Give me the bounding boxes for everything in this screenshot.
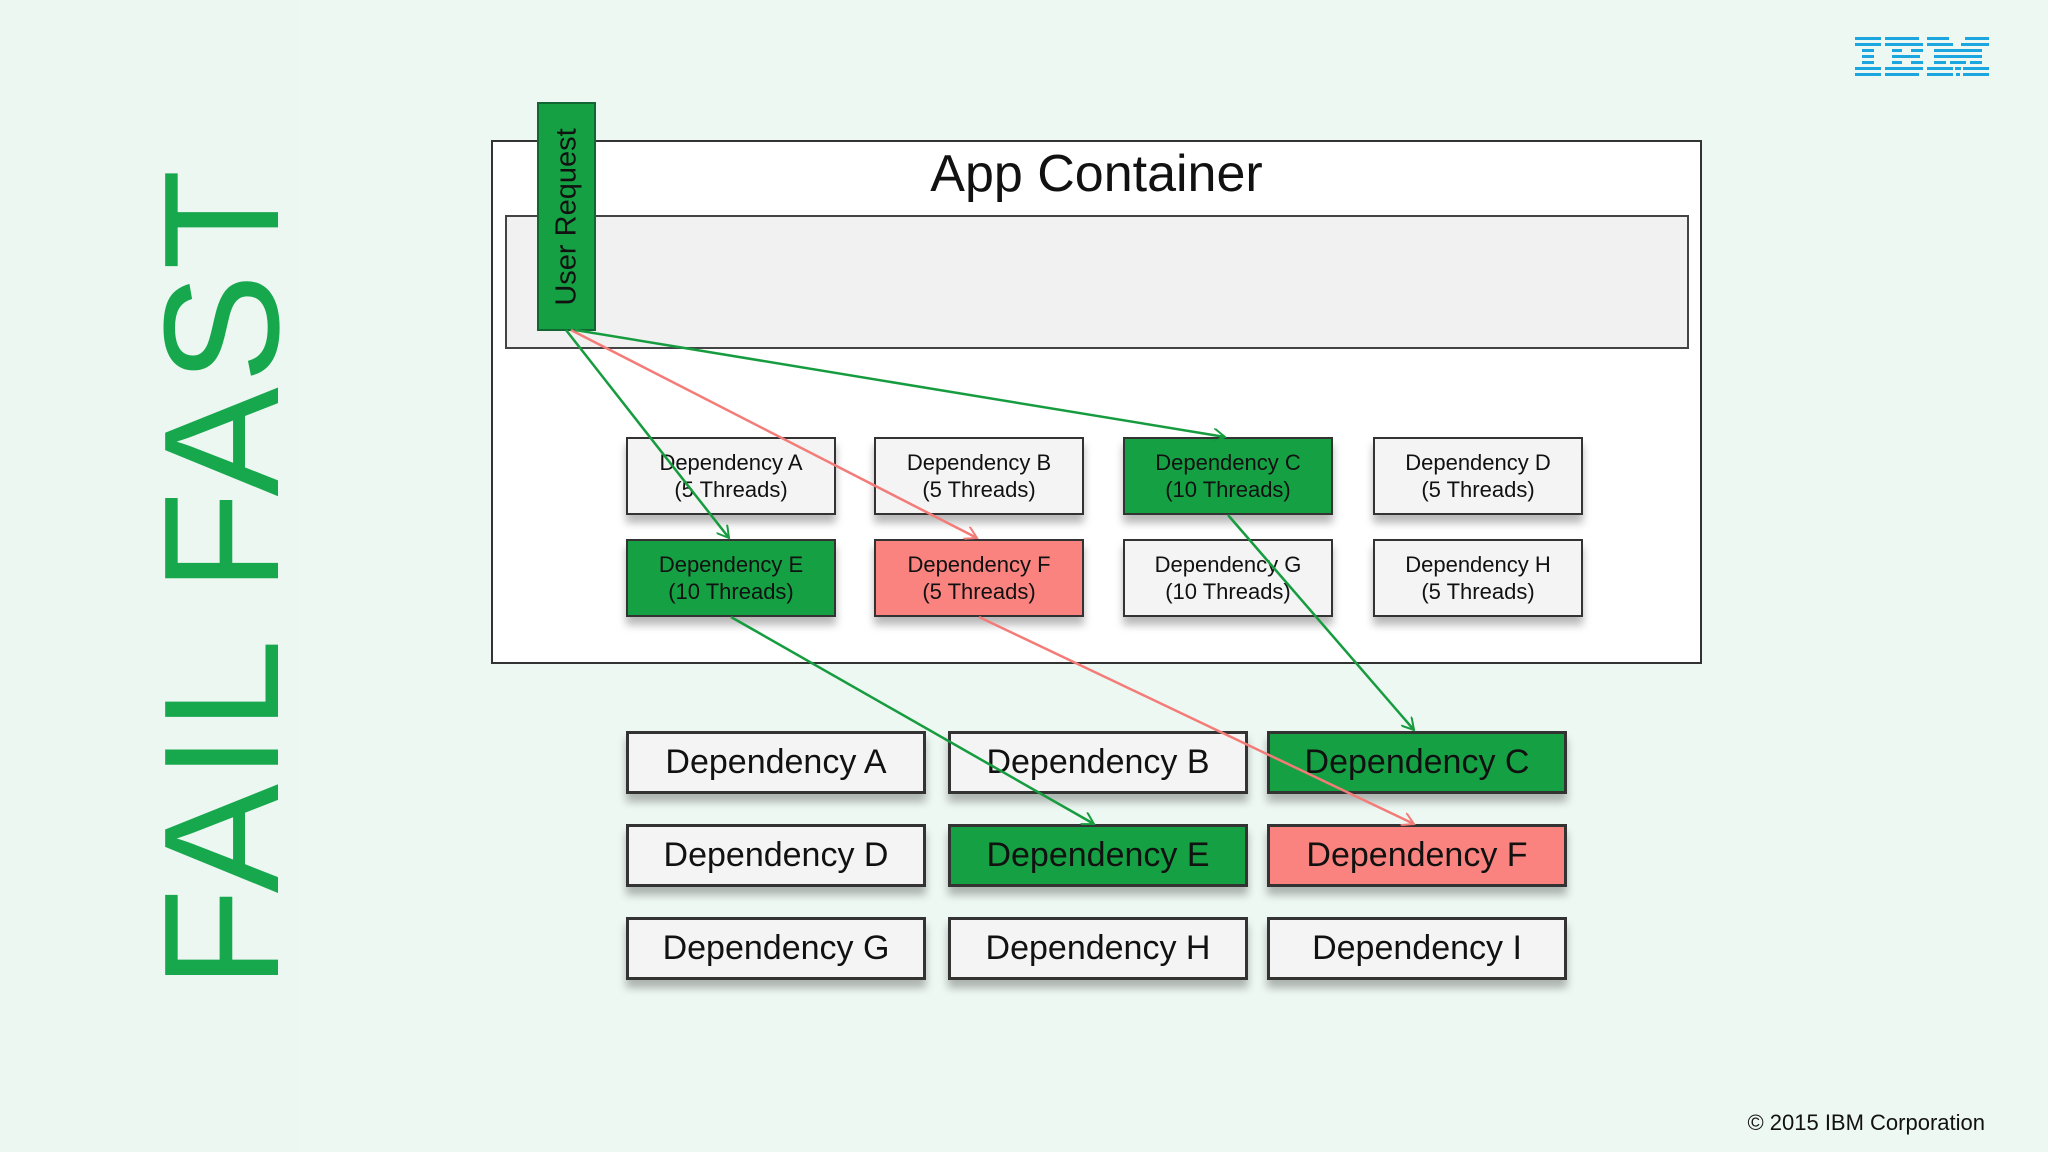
thread-pool-name: Dependency D bbox=[1405, 450, 1551, 475]
thread-pool-g: Dependency G(10 Threads) bbox=[1123, 539, 1333, 617]
thread-pool-a: Dependency A(5 Threads) bbox=[626, 437, 836, 515]
thread-pool-name: Dependency H bbox=[1405, 552, 1551, 577]
thread-pool-d: Dependency D(5 Threads) bbox=[1373, 437, 1583, 515]
thread-pool-name: Dependency A bbox=[659, 450, 803, 475]
dependency-e: Dependency E bbox=[948, 824, 1248, 887]
thread-pool-threads: (5 Threads) bbox=[922, 477, 1036, 502]
dependency-g: Dependency G bbox=[626, 917, 926, 980]
app-container-title: App Container bbox=[930, 145, 1263, 203]
thread-pool-e: Dependency E(10 Threads) bbox=[626, 539, 836, 617]
dependency-b: Dependency B bbox=[948, 731, 1248, 794]
dependency-i: Dependency I bbox=[1267, 917, 1567, 980]
thread-pool-name: Dependency B bbox=[906, 450, 1052, 475]
thread-pool-threads: (10 Threads) bbox=[668, 579, 794, 604]
copyright: © 2015 IBM Corporation bbox=[1747, 1110, 1985, 1135]
thread-pool-threads: (10 Threads) bbox=[1165, 477, 1291, 502]
dependency-d: Dependency D bbox=[626, 824, 926, 887]
dependency-a: Dependency A bbox=[626, 731, 926, 794]
dependency-c: Dependency C bbox=[1267, 731, 1567, 794]
user-request-label: User Request bbox=[550, 127, 582, 306]
thread-pool-h: Dependency H(5 Threads) bbox=[1373, 539, 1583, 617]
thread-pool-name: Dependency E bbox=[658, 552, 804, 577]
dependency-f: Dependency F bbox=[1267, 824, 1567, 887]
ibm-logo bbox=[1855, 37, 1989, 76]
thread-pool-threads: (5 Threads) bbox=[1421, 579, 1535, 604]
thread-pool-name: Dependency G bbox=[1154, 552, 1302, 577]
thread-pool-threads: (5 Threads) bbox=[674, 477, 788, 502]
thread-pool-name: Dependency F bbox=[907, 552, 1051, 577]
thread-pool-b: Dependency B(5 Threads) bbox=[874, 437, 1084, 515]
thread-pool-f: Dependency F(5 Threads) bbox=[874, 539, 1084, 617]
fail-fast-title: FAIL FAST bbox=[130, 165, 313, 989]
thread-pool-c: Dependency C(10 Threads) bbox=[1123, 437, 1333, 515]
thread-pool-threads: (5 Threads) bbox=[922, 579, 1036, 604]
user-request-bar: User Request bbox=[537, 102, 596, 331]
thread-pool-threads: (10 Threads) bbox=[1165, 579, 1291, 604]
thread-pool-name: Dependency C bbox=[1155, 450, 1301, 475]
dependency-h: Dependency H bbox=[948, 917, 1248, 980]
request-lane bbox=[505, 215, 1689, 349]
side-strip bbox=[0, 0, 300, 1152]
thread-pool-threads: (5 Threads) bbox=[1421, 477, 1535, 502]
